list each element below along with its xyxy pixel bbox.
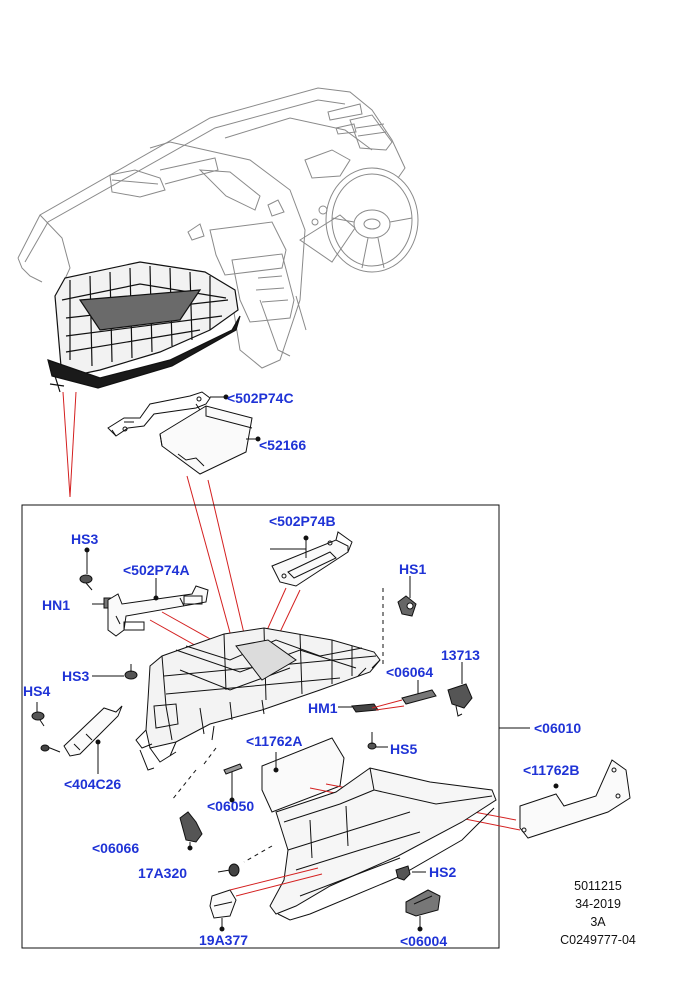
label-HM1: HM1	[308, 700, 338, 716]
reference-date-code: 34-2019	[575, 897, 621, 911]
glovebox-highlight	[47, 261, 241, 393]
part-06050-pin	[223, 763, 243, 803]
part-HS3-screw-mid	[92, 664, 138, 680]
label-11762B: <11762B	[523, 762, 580, 778]
part-502P74C-bracket	[107, 391, 229, 437]
label-06066: <06066	[92, 840, 140, 856]
label-06004: <06004	[400, 933, 448, 949]
dashboard-ghost	[17, 87, 419, 369]
part-404C26-cable	[40, 705, 123, 774]
part-glovebox-housing	[135, 627, 381, 771]
reference-part-number: 5011215	[574, 879, 622, 893]
part-HS3-screw-top	[79, 547, 93, 591]
part-17A320-switch	[217, 863, 240, 877]
cover-leader-lines	[186, 475, 247, 643]
label-502P74C: <502P74C	[227, 390, 294, 406]
callout-ticks	[270, 548, 463, 666]
part-52166-cover	[159, 405, 261, 475]
part-HS1-fastener	[397, 576, 417, 617]
label-HS2: HS2	[429, 864, 457, 880]
bracket-a-leader-lines	[149, 611, 213, 649]
part-06004-handle	[405, 889, 441, 932]
label-HN1: HN1	[42, 597, 71, 613]
label-HS3-mid: HS3	[62, 668, 90, 684]
label-HS1: HS1	[399, 561, 427, 577]
part-HS4-screw	[31, 702, 45, 727]
label-404C26: <404C26	[64, 776, 122, 792]
label-06064: <06064	[386, 664, 434, 680]
label-HS3-top: HS3	[71, 531, 99, 547]
label-502P74A: <502P74A	[123, 562, 190, 578]
label-19A377: 19A377	[199, 932, 249, 948]
part-HS5-screw	[367, 732, 388, 750]
part-11762A-mat	[261, 737, 345, 813]
part-06066-damper	[179, 811, 203, 851]
label-502P74B: <502P74B	[269, 513, 336, 529]
label-06010: <06010	[534, 720, 582, 736]
lamp-leader-lines	[229, 867, 323, 897]
part-06064-clip	[401, 680, 437, 705]
label-11762A: <11762A	[246, 733, 303, 749]
label-13713: 13713	[441, 647, 480, 663]
part-502P74A-bracket	[107, 578, 209, 637]
explode-leader-lines	[62, 391, 77, 498]
part-13713-latch	[447, 662, 473, 717]
part-502P74B-bracket	[271, 531, 353, 587]
label-HS5: HS5	[390, 741, 418, 757]
reference-figure-id: C0249777-04	[560, 933, 636, 947]
reference-revision: 3A	[590, 915, 606, 929]
label-HS4: HS4	[23, 683, 51, 699]
label-52166: <52166	[259, 437, 307, 453]
alignment-dashes	[171, 588, 384, 863]
label-17A320: 17A320	[138, 865, 188, 881]
part-19A377-lamp	[209, 889, 237, 932]
detail-frame	[21, 504, 500, 949]
part-HS2-screw	[395, 865, 426, 881]
part-06010-glovebox-door	[269, 767, 497, 921]
part-HM1-hinge	[338, 699, 405, 713]
part-11762B-panel	[519, 759, 631, 839]
label-06050: <06050	[207, 798, 255, 814]
